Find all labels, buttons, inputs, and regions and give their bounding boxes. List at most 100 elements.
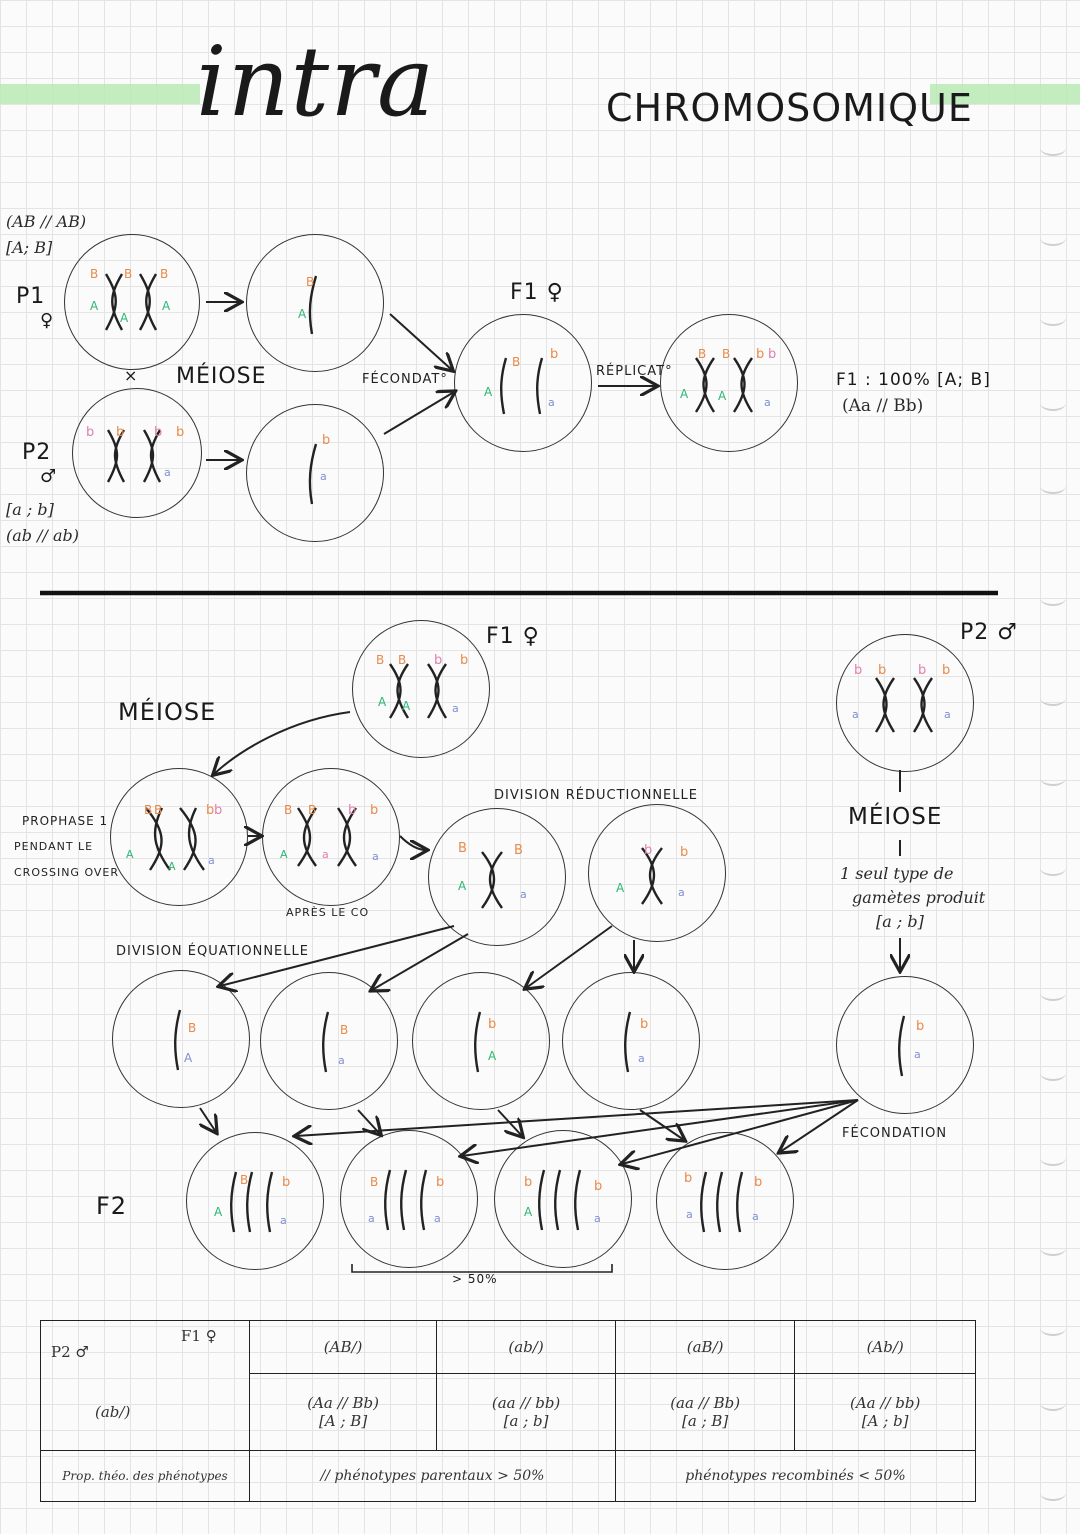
chromosome-icon: bA <box>474 1011 497 1073</box>
svg-text:b: b <box>768 347 776 362</box>
chromosome-icon: BA <box>174 1009 196 1071</box>
prophase-label: CROSSING OVER <box>14 866 120 879</box>
chromosome-pair-icon: BA ba <box>214 1171 290 1233</box>
svg-text:a: a <box>338 1054 345 1067</box>
cell-gamete-Ab <box>412 972 550 1110</box>
binder-hole <box>1040 1065 1066 1081</box>
svg-text:A: A <box>214 1205 223 1219</box>
offspring-phenotype: [A ; b] <box>861 1412 909 1430</box>
highlight-stripe <box>0 84 200 104</box>
svg-text:b: b <box>550 347 558 362</box>
p2-label: P2 ♂ <box>960 620 1018 645</box>
f1-gamete: (aB/) <box>614 1320 796 1374</box>
reductional-division-label: DIVISION RÉDUCTIONNELLE <box>494 788 698 803</box>
svg-text:a: a <box>914 1048 921 1061</box>
p2-gamete-note: 1 seul type de <box>840 864 954 883</box>
binder-hole <box>1040 590 1066 606</box>
cell-f2-4 <box>656 1132 794 1270</box>
svg-text:a: a <box>208 854 215 867</box>
cell-reduc-2 <box>588 804 726 942</box>
p1-phenotype: [A; B] <box>6 238 53 257</box>
offspring-phenotype: [a ; B] <box>682 1412 729 1430</box>
svg-text:b: b <box>322 433 330 448</box>
svg-text:a: a <box>944 708 951 721</box>
f1-result-phenotype: F1 : 100% [A; B] <box>836 370 991 390</box>
svg-text:a: a <box>594 1212 601 1225</box>
binder-hole <box>1040 1485 1066 1501</box>
offspring-genotype: (Aa // Bb) <box>307 1394 379 1412</box>
svg-text:A: A <box>120 311 129 325</box>
svg-text:b: b <box>918 663 926 678</box>
svg-text:A: A <box>168 860 176 873</box>
svg-text:B: B <box>398 653 406 667</box>
cell-p2 <box>72 388 202 518</box>
p2-gamete: (ab/) <box>95 1403 131 1421</box>
meiose-p2-label: MÉIOSE <box>848 804 943 830</box>
svg-text:B: B <box>144 803 152 817</box>
top-arrows <box>40 0 998 596</box>
p1-genotype: (AB // AB) <box>6 212 87 231</box>
cell-gamete-AB <box>112 970 250 1108</box>
svg-text:a: a <box>320 470 327 483</box>
page-title: intra <box>196 26 436 138</box>
svg-text:b: b <box>640 1017 648 1032</box>
binder-hole <box>1040 1320 1066 1336</box>
prophase-label: PENDANT LE <box>14 840 94 853</box>
offspring-phenotype: [A ; B] <box>319 1412 368 1430</box>
svg-text:B: B <box>340 1023 348 1037</box>
highlight-stripe <box>930 84 1080 104</box>
f1-gamete: (AB/) <box>248 1320 438 1374</box>
svg-text:A: A <box>298 307 307 321</box>
svg-text:A: A <box>126 848 134 861</box>
svg-text:a: a <box>752 1210 759 1223</box>
binder-hole <box>1040 395 1066 411</box>
binder-hole <box>1040 860 1066 876</box>
p1-label: P1 <box>16 284 46 309</box>
svg-text:a: a <box>686 1208 693 1221</box>
svg-text:B: B <box>512 355 520 369</box>
cell-f2-3 <box>494 1130 632 1268</box>
svg-text:B: B <box>90 267 98 281</box>
p2-label: P2 <box>22 440 52 465</box>
svg-text:A: A <box>402 699 411 713</box>
cell-gamete-aB <box>260 972 398 1110</box>
offspring-cell: (aa // bb)[a ; b] <box>436 1372 616 1452</box>
svg-text:b: b <box>214 803 222 818</box>
cell-gamete-p2 <box>836 976 974 1114</box>
svg-text:b: b <box>854 663 862 678</box>
svg-text:b: b <box>878 663 886 678</box>
svg-text:b: b <box>460 653 468 668</box>
cell-gamete-p2 <box>246 404 384 542</box>
offspring-cell: (Aa // Bb)[A ; B] <box>248 1372 438 1452</box>
svg-text:a: a <box>764 396 771 409</box>
cell-p1 <box>64 234 200 370</box>
f1-label: F1 ♀ <box>486 624 540 649</box>
cross-symbol: × <box>124 366 138 385</box>
footer-label: Prop. théo. des phénotypes <box>40 1450 250 1502</box>
svg-text:B: B <box>722 347 730 361</box>
svg-text:a: a <box>372 850 379 863</box>
male-icon: ♂ <box>40 466 57 487</box>
meiose-label: MÉIOSE <box>176 364 267 389</box>
chromosome-icon: ba <box>624 1011 648 1073</box>
svg-text:b: b <box>916 1019 924 1034</box>
offspring-cell: (aa // Bb)[a ; B] <box>614 1372 796 1452</box>
binder-hole <box>1040 1240 1066 1256</box>
footer-parental: // phénotypes parentaux > 50% <box>249 1450 616 1502</box>
svg-text:b: b <box>942 663 950 678</box>
svg-text:a: a <box>638 1052 645 1065</box>
equational-division-label: DIVISION ÉQUATIONNELLE <box>116 944 309 959</box>
female-icon: ♀ <box>40 310 54 331</box>
meiose-label: MÉIOSE <box>118 698 217 726</box>
svg-text:A: A <box>458 879 467 893</box>
svg-text:A: A <box>488 1049 497 1063</box>
chromosome-icon: Ba <box>322 1011 348 1073</box>
p2-phenotype: [a ; b] <box>6 500 54 519</box>
binder-hole <box>1040 770 1066 786</box>
chromosome-icon: ba <box>308 433 330 505</box>
after-crossing-over-label: APRÈS LE CO <box>286 906 370 919</box>
binder-hole <box>1040 310 1066 326</box>
